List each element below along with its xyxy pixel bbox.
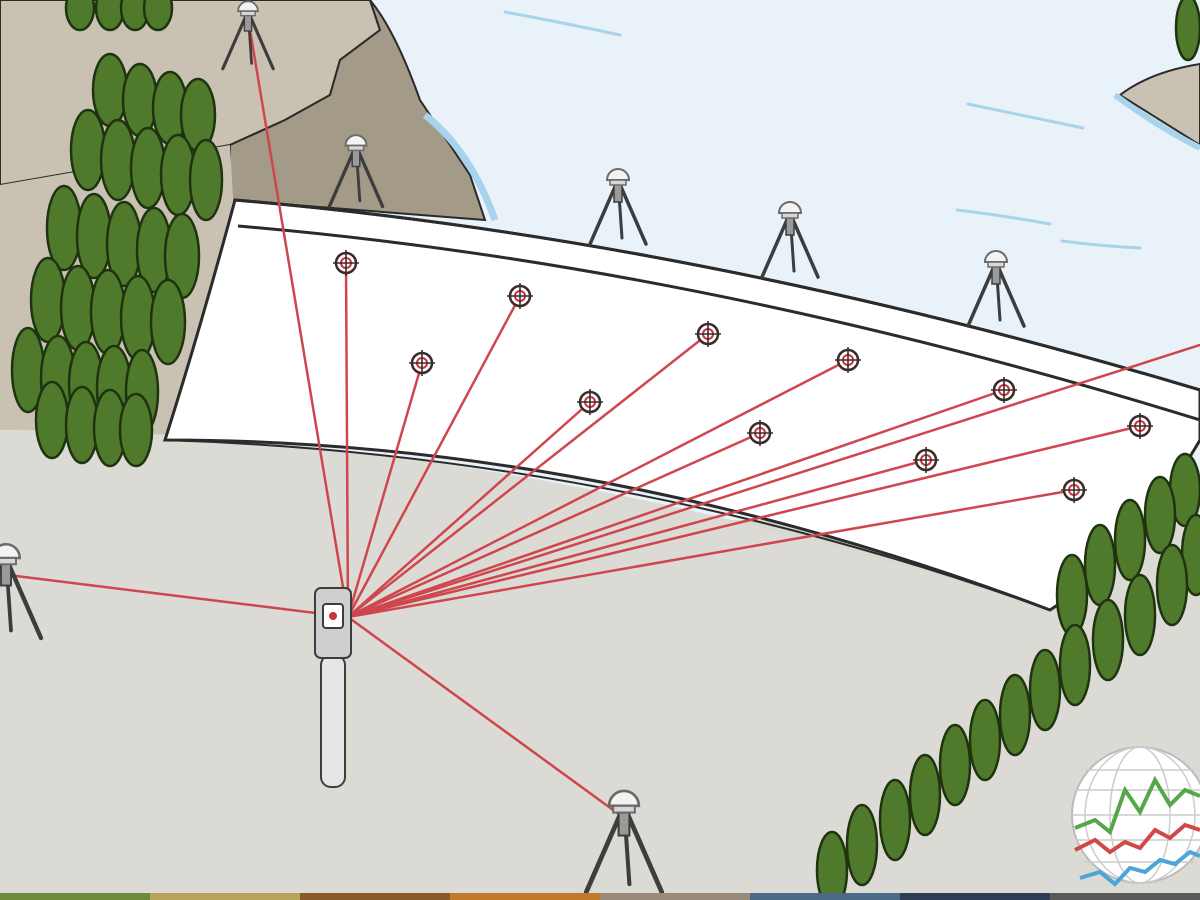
sight-line (6, 573, 350, 619)
prism-target-icon (747, 420, 773, 446)
tree (75, 192, 113, 280)
photo-strip-segment (450, 893, 600, 900)
tree (118, 392, 154, 468)
prism-target-icon (695, 321, 721, 347)
sight-line (346, 400, 592, 619)
tree (29, 256, 67, 344)
prism-target-icon (913, 447, 939, 473)
photo-strip-segment (600, 893, 750, 900)
tree (1058, 623, 1092, 707)
tree (89, 268, 127, 356)
tree (142, 0, 174, 32)
tree (1113, 498, 1147, 582)
chart-line-red (1074, 822, 1200, 855)
prism-target-icon (577, 389, 603, 415)
tree (121, 62, 159, 138)
prism-target-icon (409, 350, 435, 376)
left-cliff-dark (229, 0, 487, 222)
sight-line (346, 615, 622, 817)
gnss-receiver-icon (583, 789, 665, 895)
tree-cluster-right (815, 0, 1200, 900)
tree (908, 753, 942, 837)
tree (149, 278, 187, 366)
sight-line (346, 343, 1200, 619)
tree (45, 184, 83, 272)
tree (94, 0, 126, 32)
tree (938, 723, 972, 807)
sight-lines (6, 16, 1200, 817)
prism-target-icon (507, 283, 533, 309)
tree (91, 52, 129, 128)
prism-target-icon (991, 377, 1017, 403)
tree (64, 0, 96, 32)
sight-line (346, 431, 762, 619)
gnss-receiver-icon (221, 0, 275, 71)
tree (998, 673, 1032, 757)
chart-line-blue (1079, 849, 1200, 887)
tree (1143, 475, 1177, 555)
tree (1055, 553, 1089, 637)
gnss-receiver-icon (966, 250, 1026, 328)
island-top-right (1118, 62, 1200, 147)
water-ripples (503, 10, 1142, 250)
cliff-shore (422, 112, 499, 222)
photo-strip-segment (1050, 893, 1200, 900)
gnss-receiver-icon (588, 168, 648, 246)
total-station-pillar (320, 654, 346, 788)
tree (968, 698, 1002, 782)
prism-target-icon (835, 347, 861, 373)
photo-strip (0, 893, 1200, 900)
sight-line (346, 458, 928, 619)
tree (69, 108, 107, 192)
tree (1083, 523, 1117, 607)
tree-cluster-left (10, 0, 224, 468)
prism-target-icon (1061, 477, 1087, 503)
tree (815, 830, 849, 900)
sight-line (346, 424, 1142, 619)
gnss-receiver-icon (327, 134, 385, 209)
monitoring-globe-icon (1071, 746, 1200, 887)
photo-strip-segment (300, 893, 450, 900)
dam-crest-top (234, 198, 1200, 392)
island-shore (1113, 92, 1200, 151)
tree (34, 380, 70, 460)
total-station-icon (314, 587, 352, 788)
sight-line (346, 294, 522, 619)
tree (1123, 573, 1157, 657)
tree (1028, 648, 1062, 732)
tree (129, 126, 167, 210)
sight-line (346, 332, 710, 619)
tree (845, 803, 879, 887)
prism-target-icon (1127, 413, 1153, 439)
gnss-stations (0, 0, 1026, 895)
tree (1091, 598, 1125, 682)
tree (188, 138, 224, 222)
prism-target-icon (333, 250, 359, 276)
sight-line (346, 388, 1006, 619)
sight-line (246, 16, 350, 619)
photo-strip-segment (750, 893, 900, 900)
sight-line (344, 261, 350, 619)
sight-line (346, 358, 850, 619)
prism-targets (333, 250, 1153, 503)
photo-strip-segment (900, 893, 1050, 900)
tree (99, 118, 137, 202)
total-station-eye (329, 612, 337, 620)
tree (1155, 543, 1189, 627)
dam-crest-edge (237, 224, 1200, 422)
photo-strip-segment (0, 893, 150, 900)
tree (878, 778, 912, 862)
gnss-receiver-icon (760, 201, 820, 279)
sight-line (346, 488, 1076, 619)
gnss-receiver-icon (0, 543, 44, 641)
photo-strip-segment (150, 893, 300, 900)
tree (1174, 0, 1200, 62)
dam-base-line (164, 439, 1051, 611)
sight-line (346, 361, 424, 619)
chart-line-green (1074, 775, 1200, 836)
